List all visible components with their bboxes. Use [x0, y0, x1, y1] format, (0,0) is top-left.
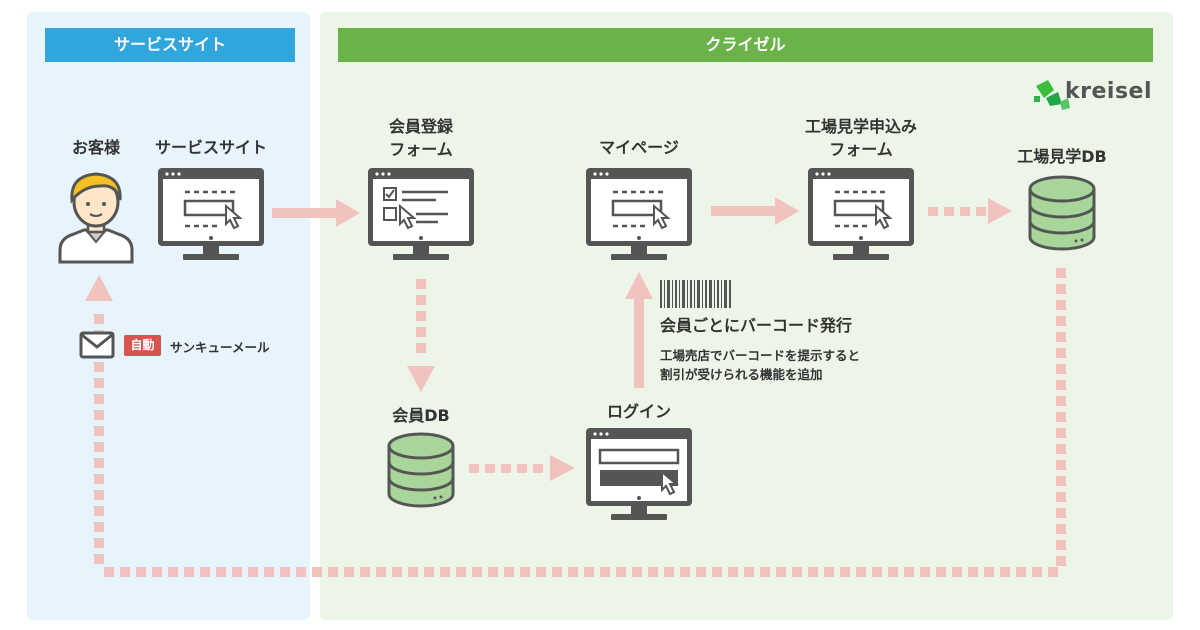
arrow-member-db-to-login — [469, 455, 575, 481]
mypage-monitor-icon — [586, 168, 692, 260]
login-label: ログイン — [606, 402, 671, 421]
kreisel-logo-text: kreisel — [1065, 79, 1152, 104]
member-form-label-line1: 会員登録 — [388, 117, 453, 136]
barcode-icon — [660, 280, 731, 308]
factory-form-label-line1: 工場見学申込み — [804, 117, 917, 136]
thank-you-mail-label: サンキューメール — [170, 340, 270, 355]
service-site-header: サービスサイト — [45, 28, 295, 62]
kreisel-logo-mark — [1034, 80, 1070, 110]
mypage-label: マイページ — [599, 138, 679, 157]
barcode-desc-line1: 工場売店でバーコードを提示すると — [660, 348, 861, 363]
service-site-monitor-icon — [158, 168, 264, 260]
arrow-login-to-mypage — [625, 272, 653, 388]
member-form-monitor-icon — [368, 168, 474, 260]
arrow-factory-form-to-db — [928, 198, 1012, 224]
barcode-desc-line2: 割引が受けられる機能を追加 — [660, 367, 823, 382]
login-monitor-icon — [586, 428, 692, 520]
factory-db-icon — [1028, 175, 1096, 251]
factory-db-label: 工場見学DB — [1017, 147, 1107, 166]
arrow-mypage-to-factory-form — [711, 197, 799, 225]
member-db-icon — [387, 432, 455, 508]
service-site-panel — [27, 12, 310, 620]
service-site-label: サービスサイト — [154, 138, 267, 157]
arrow-member-form-to-member-db — [407, 279, 435, 392]
member-db-label: 会員DB — [392, 406, 450, 425]
customer-label: お客様 — [71, 138, 120, 157]
customer-avatar-icon — [58, 172, 134, 264]
arrow-factory-db-to-customer — [85, 268, 1066, 577]
arrow-service-to-member-form — [272, 199, 360, 227]
mail-icon — [79, 331, 115, 359]
factory-form-label-line2: フォーム — [829, 140, 893, 159]
member-form-label-line2: フォーム — [389, 140, 453, 159]
kreisel-header: クライゼル — [338, 28, 1153, 62]
auto-badge: 自動 — [124, 335, 161, 356]
barcode-title: 会員ごとにバーコード発行 — [660, 316, 853, 335]
kreisel-panel — [320, 12, 1173, 620]
factory-form-monitor-icon — [808, 168, 914, 260]
